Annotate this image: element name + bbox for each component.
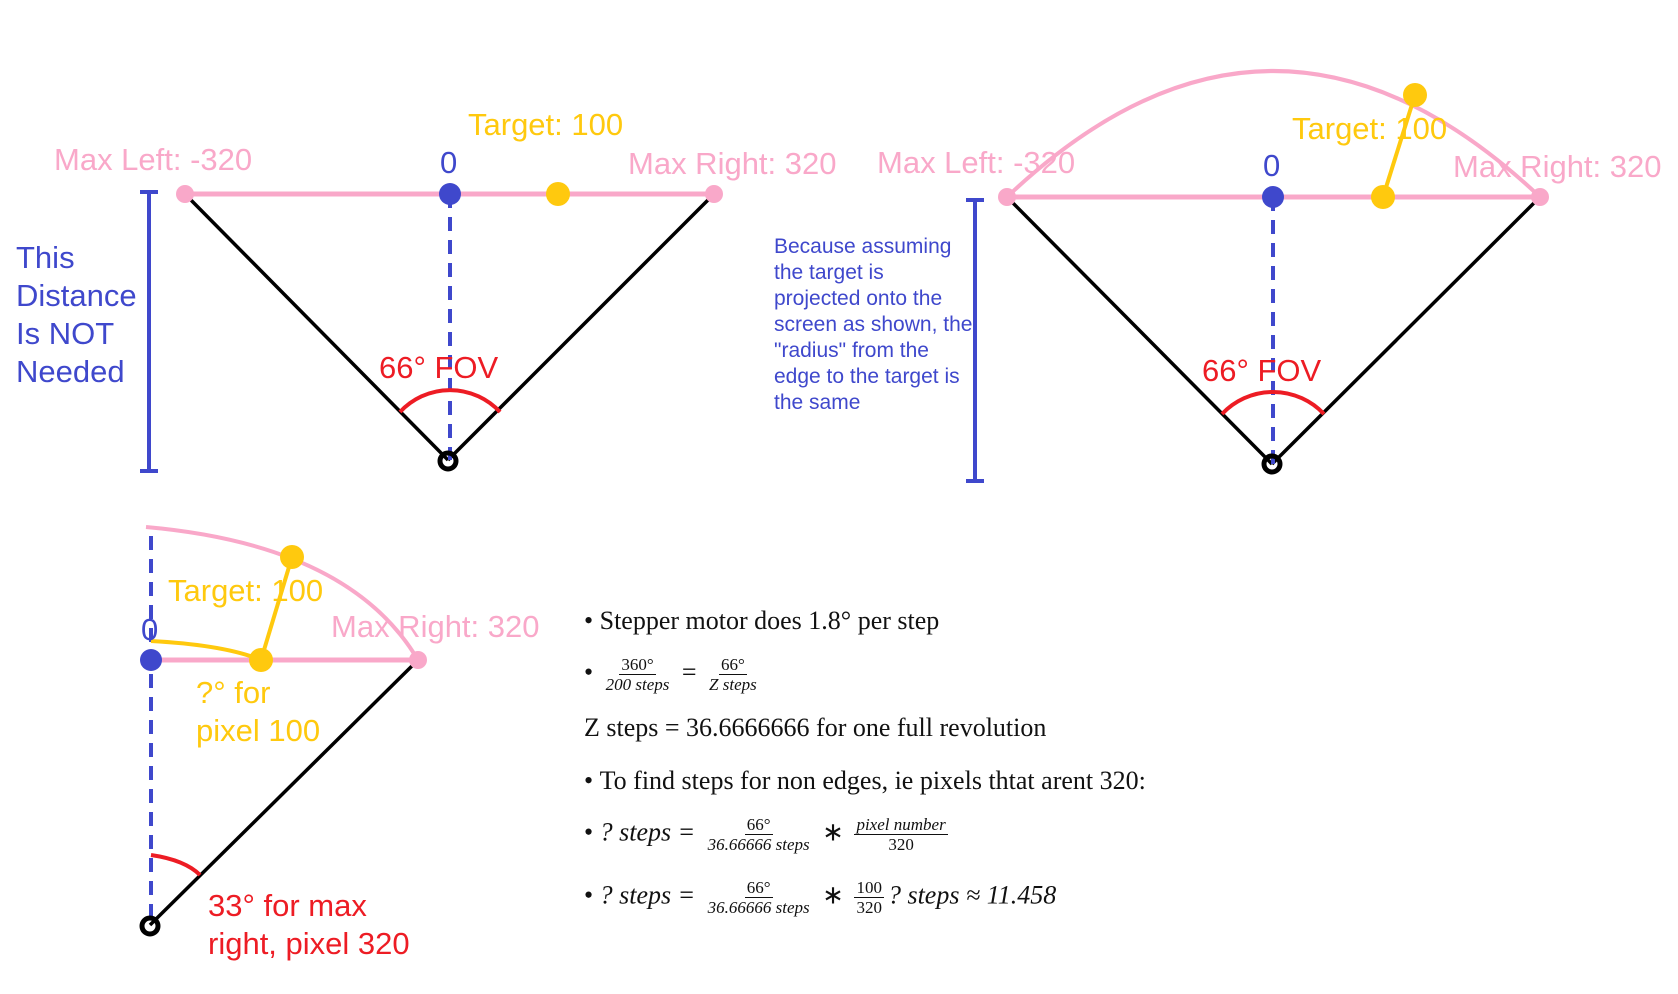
max-left-point [176, 185, 194, 203]
math-line-3: Z steps = 36.6666666 for one full revolu… [584, 713, 1047, 742]
fov-left-edge [1005, 195, 1274, 466]
fov-left-edge [183, 192, 450, 462]
fov-label: 66° FOV [379, 350, 499, 385]
origin-point [1261, 453, 1283, 475]
origin-point [437, 450, 459, 472]
fov-right-edge [1270, 195, 1542, 466]
max-right-point [1531, 188, 1549, 206]
fov-right-edge [148, 658, 420, 927]
zero-label: 0 [440, 145, 457, 180]
max-right-point [705, 185, 723, 203]
projection-note: Because assuming the target is projected… [774, 235, 973, 414]
projection-line [259, 556, 294, 661]
diagram-3: Target: 100 0 Max Right: 320 ?° for pixe… [139, 525, 540, 961]
projected-target-point [280, 545, 304, 569]
target-label: Target: 100 [1292, 111, 1447, 146]
max-right-label: Max Right: 320 [628, 146, 837, 181]
max-left-label: Max Left: -320 [877, 145, 1075, 180]
angle-arc [150, 639, 262, 662]
angle-max-label: 33° for max right, pixel 320 [208, 888, 410, 961]
max-left-label: Max Left: -320 [54, 142, 252, 177]
origin-point [139, 915, 161, 937]
math-line-2: • 360°200 steps = 66°Z steps [584, 655, 757, 694]
fov-right-edge [446, 192, 716, 462]
target-point [249, 648, 273, 672]
zero-point [439, 183, 461, 205]
fov-arc [398, 388, 502, 414]
target-label: Target: 100 [168, 573, 323, 608]
zero-label: 0 [141, 612, 158, 647]
math-line-5: • ? steps = 66°36.66666 steps ∗ pixel nu… [584, 815, 948, 854]
zero-label: 0 [1263, 148, 1280, 183]
target-label: Target: 100 [468, 107, 623, 142]
diagram-2: Max Left: -320 Max Right: 320 Target: 10… [877, 69, 1662, 483]
max-right-label: Max Right: 320 [331, 609, 540, 644]
max-right-label: Max Right: 320 [1453, 149, 1662, 184]
zero-point [140, 649, 162, 671]
max-left-point [998, 188, 1016, 206]
radius-arc [145, 525, 420, 662]
zero-point [1262, 186, 1284, 208]
radius-arc [1005, 69, 1542, 199]
half-fov-arc [150, 853, 202, 877]
distance-note: This Distance Is NOT Needed [16, 240, 145, 389]
projection-line [1381, 94, 1417, 198]
angle-unknown-label: ?° for pixel 100 [196, 675, 320, 748]
projected-target-point [1403, 83, 1427, 107]
fov-arc [1220, 390, 1326, 416]
diagram-1: Max Left: -320 Max Right: 320 Target: 10… [16, 107, 837, 473]
math-line-4: • To find steps for non edges, ie pixels… [584, 766, 1146, 795]
fov-label: 66° FOV [1202, 353, 1322, 388]
math-line-1: • Stepper motor does 1.8° per step [584, 606, 940, 635]
target-point [546, 182, 570, 206]
max-right-point [409, 651, 427, 669]
target-point [1371, 185, 1395, 209]
